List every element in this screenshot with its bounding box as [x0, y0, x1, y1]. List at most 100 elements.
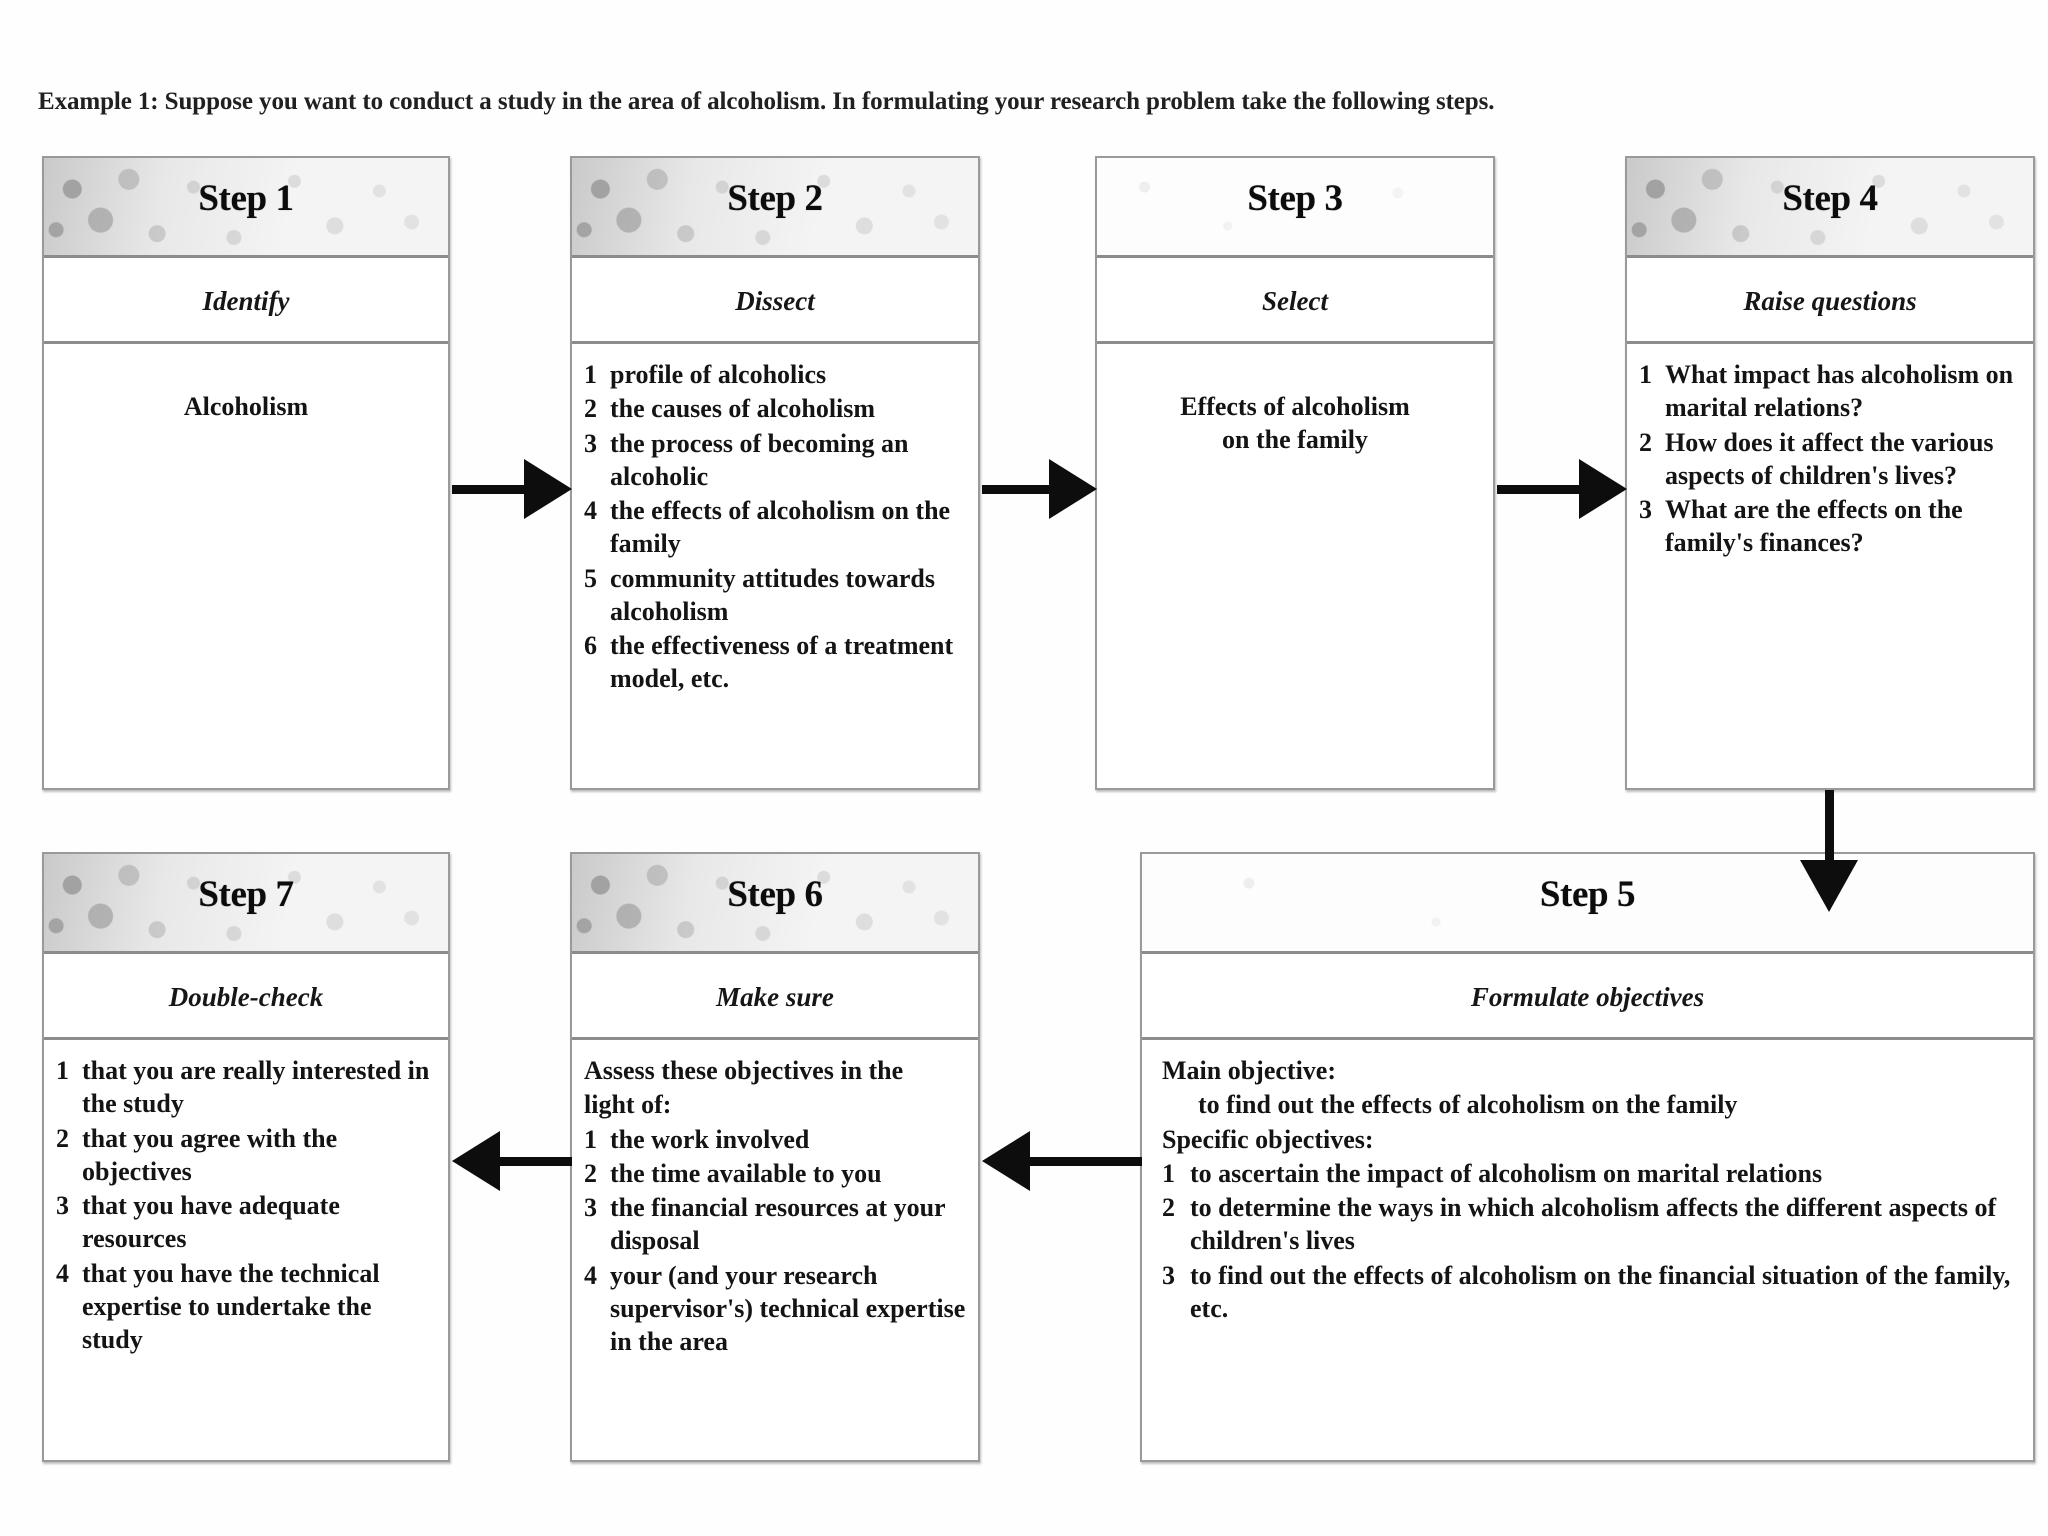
- step-5-list: 1 to ascertain the impact of alcoholism …: [1162, 1157, 2017, 1325]
- step-5-box: Step 5 Formulate objectives Main objecti…: [1140, 852, 2035, 1462]
- step-5-title: Step 5: [1539, 874, 1636, 915]
- step-7-box: Step 7 Double-check 1 that you are reall…: [42, 852, 450, 1462]
- item-number: 3: [1639, 495, 1652, 525]
- arrow-step2-to-step3-icon: [982, 458, 1097, 520]
- step-6-body: Assess these objectives in the light of:…: [572, 1040, 978, 1369]
- item-text: What are the effects on the family's fin…: [1665, 495, 1963, 558]
- list-item: 4 that you have the technical expertise …: [56, 1257, 436, 1357]
- step-1-body: Alcoholism: [44, 344, 448, 433]
- list-item: 3 the financial resources at your dispos…: [584, 1191, 966, 1258]
- step-2-box: Step 2 Dissect 1 profile of alcoholics 2…: [570, 156, 980, 790]
- item-text: community attitudes towards alcoholism: [610, 563, 935, 626]
- step-4-box: Step 4 Raise questions 1 What impact has…: [1625, 156, 2035, 790]
- list-item: 1 What impact has alcoholism on marital …: [1639, 358, 2021, 425]
- step-6-box: Step 6 Make sure Assess these objectives…: [570, 852, 980, 1462]
- step-2-list: 1 profile of alcoholics 2 the causes of …: [584, 358, 966, 696]
- item-number: 2: [1162, 1193, 1175, 1223]
- step-4-subtitle: Raise questions: [1627, 258, 2033, 344]
- item-text: that you have adequate resources: [82, 1191, 340, 1254]
- item-number: 4: [584, 496, 597, 526]
- item-text: that you have the technical expertise to…: [82, 1258, 380, 1355]
- item-number: 3: [584, 1193, 597, 1223]
- step-6-list: 1 the work involved 2 the time available…: [584, 1123, 966, 1359]
- arrow-step1-to-step2-icon: [452, 458, 572, 520]
- item-number: 3: [56, 1191, 69, 1221]
- list-item: 1 to ascertain the impact of alcoholism …: [1162, 1157, 2017, 1190]
- step-2-header: Step 2: [572, 158, 978, 258]
- list-item: 2 How does it affect the various aspects…: [1639, 426, 2021, 493]
- item-number: 2: [584, 1158, 597, 1188]
- item-number: 1: [56, 1056, 69, 1085]
- item-text: the time available to you: [610, 1158, 882, 1188]
- list-item: 3 that you have adequate resources: [56, 1189, 436, 1256]
- item-number: 5: [584, 563, 597, 593]
- step-4-body: 1 What impact has alcoholism on marital …: [1627, 344, 2033, 571]
- step-6-intro-line-2: light of:: [584, 1090, 672, 1120]
- list-item: 1 that you are really interested in the …: [56, 1054, 436, 1121]
- step-4-list: 1 What impact has alcoholism on marital …: [1639, 358, 2021, 560]
- step-3-body: Effects of alcoholism on the family: [1097, 344, 1493, 467]
- step-7-body: 1 that you are really interested in the …: [44, 1040, 448, 1367]
- list-item: 2 the time available to you: [584, 1157, 966, 1190]
- arrow-step3-to-step4-icon: [1497, 458, 1627, 520]
- list-item: 4 the effects of alcoholism on the famil…: [584, 494, 966, 561]
- step-1-body-text: Alcoholism: [183, 392, 309, 421]
- step-7-list: 1 that you are really interested in the …: [56, 1054, 436, 1356]
- step-4-title: Step 4: [1782, 178, 1878, 219]
- step-2-title: Step 2: [727, 178, 823, 219]
- list-item: 1 profile of alcoholics: [584, 358, 966, 391]
- list-item: 3 to find out the effects of alcoholism …: [1162, 1259, 2017, 1326]
- item-number: 6: [584, 631, 597, 661]
- list-item: 1 the work involved: [584, 1123, 966, 1156]
- step-6-title: Step 6: [727, 874, 823, 915]
- list-item: 6 the effectiveness of a treatment model…: [584, 629, 966, 696]
- item-number: 2: [1639, 427, 1652, 457]
- item-text: the effectiveness of a treatment model, …: [610, 631, 954, 694]
- item-number: 3: [584, 428, 597, 458]
- step-5-main-objective-text: to find out the effects of alcoholism on…: [1198, 1090, 1738, 1120]
- item-number: 1: [584, 1124, 597, 1154]
- item-text: the effects of alcoholism on the family: [610, 496, 951, 559]
- step-1-title: Step 1: [198, 178, 294, 219]
- step-2-body: 1 profile of alcoholics 2 the causes of …: [572, 344, 978, 707]
- step-6-header: Step 6: [572, 854, 978, 954]
- item-text: How does it affect the various aspects o…: [1665, 427, 1994, 490]
- step-5-header: Step 5: [1142, 854, 2033, 954]
- step-2-subtitle: Dissect: [572, 258, 978, 344]
- arrow-step5-to-step6-icon: [982, 1130, 1142, 1192]
- item-number: 4: [56, 1258, 69, 1288]
- step-7-subtitle: Double-check: [44, 954, 448, 1040]
- step-3-subtitle: Select: [1097, 258, 1493, 344]
- step-5-specific-objectives-label: Specific objectives:: [1162, 1124, 1374, 1154]
- item-text: that you agree with the objectives: [82, 1123, 338, 1186]
- item-text: the work involved: [610, 1124, 810, 1154]
- step-3-title: Step 3: [1247, 178, 1343, 219]
- item-text: that you are really interested in the st…: [82, 1056, 430, 1119]
- step-3-box: Step 3 Select Effects of alcoholism on t…: [1095, 156, 1495, 790]
- step-5-subtitle: Formulate objectives: [1142, 954, 2033, 1040]
- step-1-subtitle: Identify: [44, 258, 448, 344]
- item-number: 2: [584, 394, 597, 424]
- item-text: the process of becoming an alcoholic: [610, 428, 909, 491]
- item-number: 1: [1162, 1158, 1175, 1188]
- list-item: 2 to determine the ways in which alcohol…: [1162, 1191, 2017, 1258]
- item-number: 1: [1639, 360, 1652, 389]
- list-item: 3 the process of becoming an alcoholic: [584, 427, 966, 494]
- list-item: 2 that you agree with the objectives: [56, 1122, 436, 1189]
- list-item: 4 your (and your research supervisor's) …: [584, 1259, 966, 1359]
- item-text: profile of alcoholics: [610, 360, 827, 389]
- item-text: What impact has alcoholism on marital re…: [1665, 360, 2014, 423]
- item-text: the financial resources at your disposal: [610, 1193, 946, 1256]
- step-1-box: Step 1 Identify Alcoholism: [42, 156, 450, 790]
- example-caption: Example 1: Suppose you want to conduct a…: [38, 88, 1495, 115]
- list-item: 3 What are the effects on the family's f…: [1639, 493, 2021, 560]
- arrow-step6-to-step7-icon: [452, 1130, 572, 1192]
- step-3-body-line-1: Effects of alcoholism: [1180, 392, 1410, 421]
- step-7-title: Step 7: [198, 874, 294, 915]
- item-text: to ascertain the impact of alcoholism on…: [1190, 1158, 1823, 1188]
- item-number: 2: [56, 1123, 69, 1153]
- item-text: to determine the ways in which alcoholis…: [1190, 1193, 1997, 1256]
- step-1-header: Step 1: [44, 158, 448, 258]
- step-7-header: Step 7: [44, 854, 448, 954]
